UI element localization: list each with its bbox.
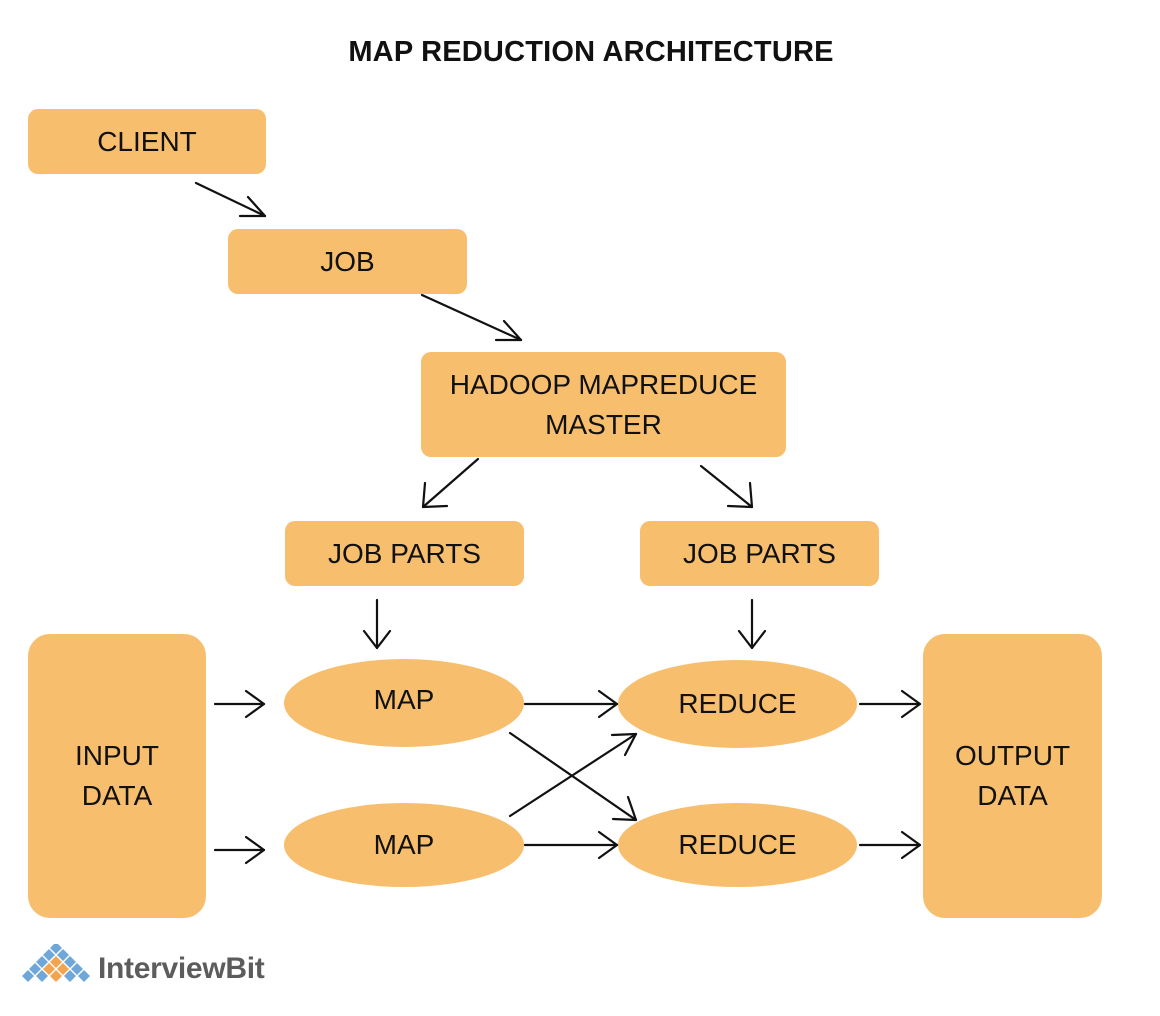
output-data-label-line-1: OUTPUT <box>954 740 1071 771</box>
client-node: CLIENT <box>28 109 266 174</box>
job-parts-left-node: JOB PARTS <box>285 521 524 586</box>
job-label: JOB <box>320 245 375 277</box>
map-top-node: MAP <box>284 659 524 747</box>
map-bottom-label: MAP <box>373 829 435 860</box>
hadoop-mapreduce-master-node: HADOOP MAPREDUCE MASTER <box>421 352 786 457</box>
logo-diamond <box>64 956 76 968</box>
logo-diamond <box>57 963 69 975</box>
map-bottom-node: MAP <box>284 803 524 887</box>
logo-diamond <box>78 970 90 982</box>
output-data-label-line-2: DATA <box>977 780 1048 811</box>
logo-diamond <box>36 970 48 982</box>
arrow-input-to-map-top <box>213 689 266 719</box>
arrow-map-top-to-reduce-top <box>523 689 619 719</box>
reduce-top-node: REDUCE <box>618 660 857 748</box>
arrow-map-bottom-to-reduce-top <box>508 732 638 818</box>
arrow-job-parts-left-to-map-top <box>362 598 392 650</box>
logo-diamond <box>50 970 62 982</box>
arrow-job-to-master <box>420 293 523 342</box>
logo-diamond <box>50 956 62 968</box>
logo-diamond <box>29 963 41 975</box>
master-label-line-2: MASTER <box>545 408 662 440</box>
reduce-bottom-label: REDUCE <box>678 829 797 860</box>
logo-diamond <box>64 970 76 982</box>
input-data-label-line-1: INPUT <box>75 740 159 771</box>
arrow-job-parts-right-to-reduce-top <box>737 598 767 650</box>
logo-diamond <box>71 963 83 975</box>
logo-diamond <box>57 949 69 961</box>
map-top-label: MAP <box>373 684 435 715</box>
arrow-master-to-job-parts-left <box>421 457 480 509</box>
interviewbit-diamond-logo-icon <box>22 944 90 982</box>
interviewbit-logo-text: InterviewBit <box>98 952 265 985</box>
logo-diamond <box>50 944 62 954</box>
arrow-map-top-to-reduce-bottom <box>508 731 638 822</box>
job-parts-right-node: JOB PARTS <box>640 521 879 586</box>
job-parts-left-label: JOB PARTS <box>327 537 481 569</box>
job-node: JOB <box>228 229 467 294</box>
job-parts-right-label: JOB PARTS <box>682 537 836 569</box>
logo-diamond <box>43 963 55 975</box>
diagram-title: MAP REDUCTION ARCHITECTURE <box>348 36 834 68</box>
input-data-label-line-2: DATA <box>81 780 153 811</box>
reduce-top-label: REDUCE <box>678 688 797 719</box>
arrow-reduce-bottom-to-output <box>858 830 922 860</box>
master-label-line-1: HADOOP MAPREDUCE <box>449 368 758 400</box>
logo-diamond <box>22 970 34 982</box>
logo-diamond <box>36 956 48 968</box>
output-data-node: OUTPUT DATA <box>923 634 1102 918</box>
arrow-map-bottom-to-reduce-bottom <box>523 830 619 860</box>
client-label: CLIENT <box>97 125 197 157</box>
arrow-reduce-top-to-output <box>858 689 922 719</box>
arrow-client-to-job <box>194 181 267 218</box>
arrow-master-to-job-parts-right <box>699 464 754 509</box>
logo-diamond <box>43 949 55 961</box>
input-data-node: INPUT DATA <box>28 634 206 918</box>
reduce-bottom-node: REDUCE <box>618 803 857 887</box>
arrow-input-to-map-bottom <box>213 835 266 865</box>
